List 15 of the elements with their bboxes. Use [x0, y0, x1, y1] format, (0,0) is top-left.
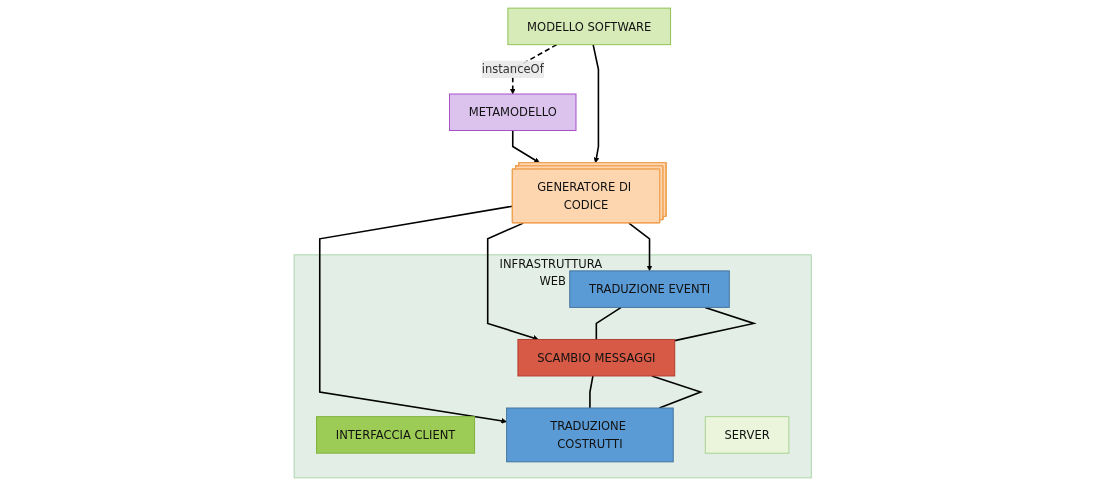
edge-label: instanceOf	[482, 62, 545, 76]
node-box: SERVER	[705, 415, 790, 454]
connector	[674, 306, 758, 341]
node-box: METAMODELLO	[449, 93, 577, 131]
connector	[595, 306, 623, 340]
node-box: SCAMBIO MESSAGGI	[517, 338, 676, 376]
arrow	[512, 129, 541, 163]
connector	[589, 374, 594, 409]
arrow	[592, 43, 600, 163]
arrow	[319, 204, 514, 424]
arrow	[628, 221, 653, 271]
node-box: TRADUZIONE EVENTI	[569, 269, 731, 308]
node-box: MODELLO SOFTWARE	[507, 7, 672, 45]
node-box: INTERFACCIA CLIENT	[316, 415, 476, 454]
node-box: TRADUZIONE COSTRUTTI	[506, 407, 674, 462]
